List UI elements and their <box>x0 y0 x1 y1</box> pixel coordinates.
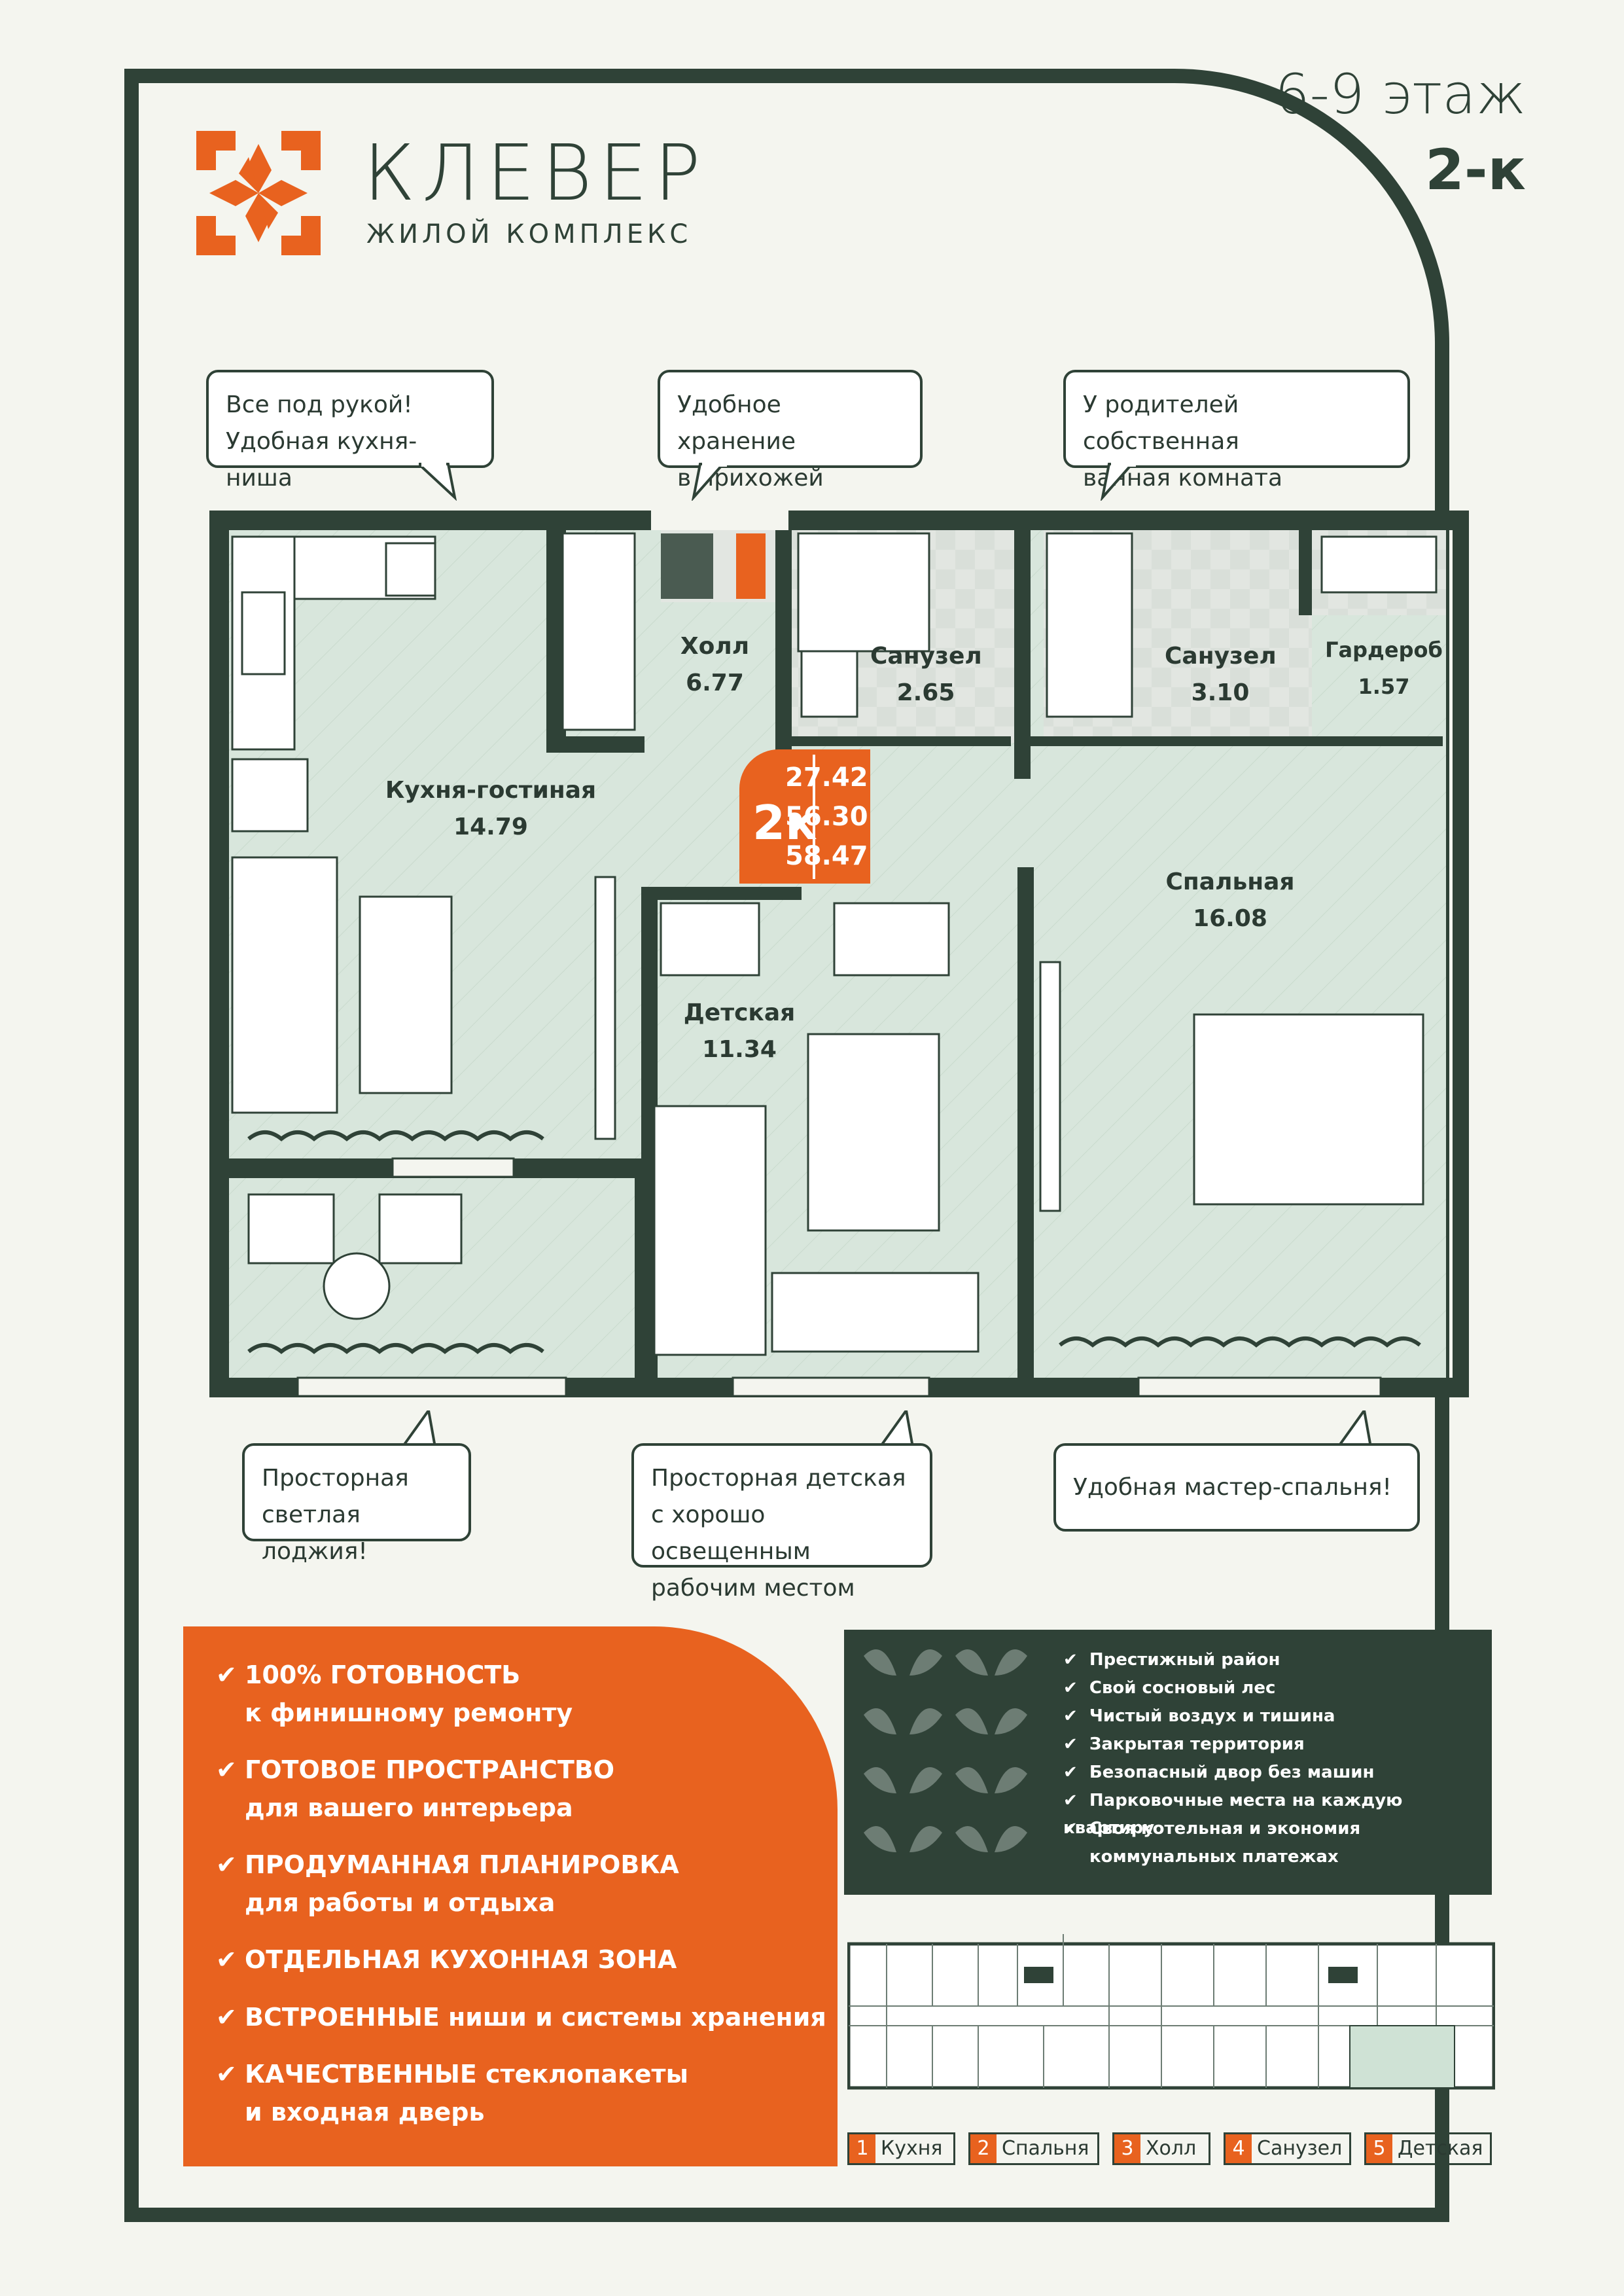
callout-kitchen: Все под рукой! Удобная кухня-ниша <box>206 370 494 492</box>
advantage-item: ✔ Безопасный двор без машин <box>1063 1763 1375 1782</box>
area-summary: 2к 27.42 56.30 58.47 <box>739 749 870 884</box>
area-with-balcony: 58.47 <box>785 841 868 871</box>
callout-loggia: Просторная светлая лоджия! <box>242 1443 471 1565</box>
advantage-item: ✔ Парковочные места на каждую квартиру <box>1063 1791 1403 1838</box>
advantage-item: ✔ Своя котельная и экономия <box>1063 1819 1361 1839</box>
callout-kids: Просторная детская с хорошо освещенным р… <box>631 1443 932 1602</box>
brand-subtitle: ЖИЛОЙ КОМПЛЕКС <box>366 219 692 249</box>
clover-logo-icon <box>196 131 321 255</box>
check-icon: ✔ <box>216 1945 237 1974</box>
callout-tail <box>419 461 457 501</box>
area-total: 56.30 <box>785 802 868 832</box>
area-living: 27.42 <box>785 762 868 793</box>
area-label: 2к <box>752 795 817 850</box>
floor-range: 6-9 этаж <box>1275 62 1526 126</box>
callout-hall: Удобное хранение в прихожей <box>658 370 923 492</box>
callout-bath: У родителей собственная ванная комната <box>1063 370 1410 492</box>
apartment-type: 2-к <box>1425 137 1526 203</box>
check-icon: ✔ <box>216 1850 237 1879</box>
brand-name: КЛЕВЕР <box>363 128 707 218</box>
advantages-panel: ✔ Престижный район ✔ Свой сосновый лес ✔… <box>844 1630 1492 1895</box>
feature-item: ✔ВСТРОЕННЫЕ ниши и системы хранения <box>216 1998 826 2036</box>
callout-tail <box>691 461 727 501</box>
callout-master: Удобная мастер-спальня! <box>1053 1443 1420 1532</box>
floor-plan <box>209 511 1469 1397</box>
advantage-item: ✔ Закрытая территория <box>1063 1734 1305 1754</box>
building-floor-plan <box>847 1934 1495 2090</box>
advantage-item: ✔ Престижный район <box>1063 1650 1280 1670</box>
advantage-item: коммунальных платежах <box>1089 1847 1339 1867</box>
advantage-item: ✔ Чистый воздух и тишина <box>1063 1706 1335 1726</box>
check-icon: ✔ <box>216 1660 237 1689</box>
advantage-item: ✔ Свой сосновый лес <box>1063 1678 1276 1698</box>
feature-item: ✔ОТДЕЛЬНАЯ КУХОННАЯ ЗОНА <box>216 1941 677 1979</box>
callout-tail <box>1100 461 1136 501</box>
leaf-pattern-icon <box>864 1649 1027 1852</box>
area-divider <box>813 755 815 879</box>
check-icon: ✔ <box>216 2060 237 2089</box>
check-icon: ✔ <box>216 1755 237 1784</box>
check-icon: ✔ <box>216 2003 237 2032</box>
